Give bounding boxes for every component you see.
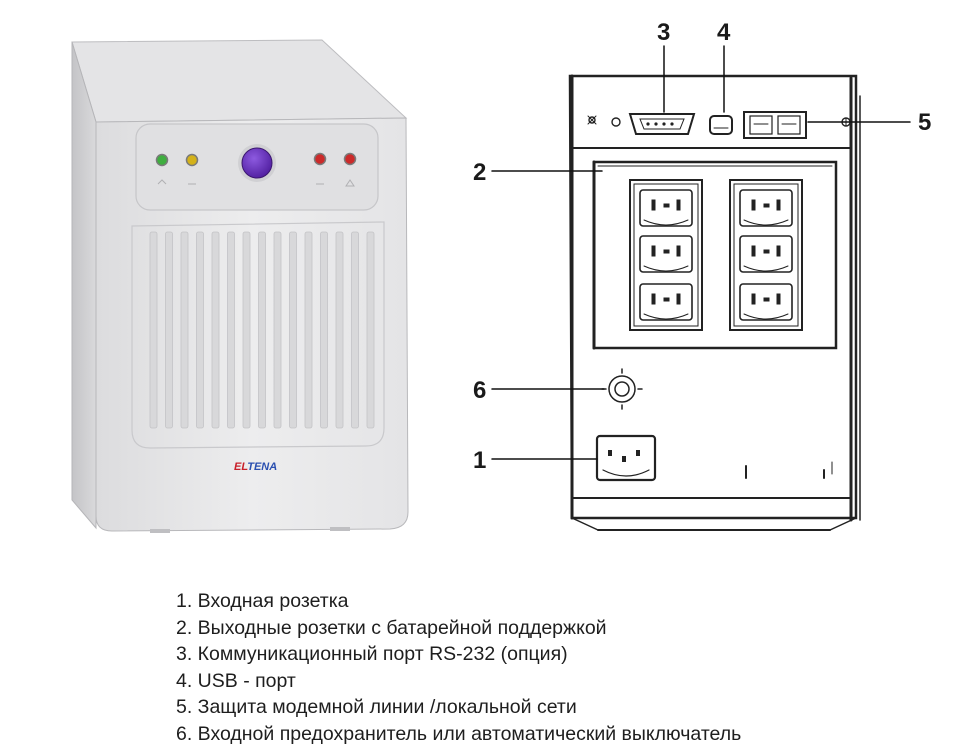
ups-rear-view xyxy=(491,45,911,531)
led-red-icon xyxy=(343,152,357,166)
input-fuse-icon[interactable] xyxy=(601,368,643,410)
callout-6: 6 xyxy=(473,377,486,404)
ups-front-view: ELTENA xyxy=(71,39,409,533)
grille-slot xyxy=(242,231,251,429)
ups-side-face xyxy=(71,41,97,530)
grille-slot xyxy=(320,231,328,429)
grille-slot xyxy=(351,231,359,429)
grille-slot xyxy=(227,231,235,429)
grille-slot xyxy=(211,231,220,429)
outlet-icon xyxy=(739,283,793,321)
input-socket-icon[interactable] xyxy=(595,434,657,482)
grille-frame xyxy=(131,221,385,449)
outlet-icon xyxy=(639,283,693,321)
grille-slot xyxy=(180,231,189,429)
outlet-icon xyxy=(739,235,793,273)
callout-2: 2 xyxy=(473,159,486,186)
callout-3: 3 xyxy=(657,19,670,46)
grille-slot xyxy=(289,231,297,429)
output-outlets xyxy=(639,189,793,321)
callout-5: 5 xyxy=(918,109,931,136)
grille-slot xyxy=(165,231,173,429)
grille-slot xyxy=(196,231,204,429)
comm-ports-strip xyxy=(587,111,851,139)
grille-slot xyxy=(149,231,158,429)
legend-item: 6. Входной предохранитель или автоматиче… xyxy=(176,722,742,745)
rear-casing xyxy=(568,74,858,520)
legend-item: 1. Входная розетка xyxy=(176,590,349,612)
grille-slot xyxy=(304,231,313,429)
callout-leaders xyxy=(491,45,911,460)
outlet-icon xyxy=(739,189,793,227)
modem-protection-ports-icon[interactable] xyxy=(743,111,807,139)
ups-front-face xyxy=(95,117,409,532)
led-green-icon xyxy=(155,153,169,167)
callout-numbers: 3 4 5 2 6 1 xyxy=(473,19,931,474)
outlet-icon xyxy=(639,189,693,227)
legend-item: 2. Выходные розетки с батарейной поддерж… xyxy=(176,616,607,639)
outlet-icon xyxy=(639,235,693,273)
socket-group-left xyxy=(629,179,703,331)
power-button[interactable] xyxy=(238,144,276,182)
callout-4: 4 xyxy=(717,19,731,46)
usb-port-icon[interactable] xyxy=(709,115,733,135)
ups-diagram: ELTENA xyxy=(71,19,931,533)
output-sockets-panel xyxy=(592,160,838,350)
grille-slot xyxy=(273,231,282,429)
ups-top-face xyxy=(71,39,408,123)
grille-slot xyxy=(335,231,344,429)
legend-list: 1. Входная розетка 2. Выходные розетки с… xyxy=(176,588,741,747)
grille-slot xyxy=(258,231,266,429)
rs232-port-icon[interactable] xyxy=(628,113,696,135)
socket-group-right xyxy=(729,179,803,331)
legend-item: 5. Защита модемной линии /локальной сети xyxy=(176,696,577,718)
legend-item: 4. USB - порт xyxy=(176,669,296,692)
led-red-icon xyxy=(313,152,327,166)
legend-item: 3. Коммуникационный порт RS-232 (опция) xyxy=(176,643,568,665)
callout-1: 1 xyxy=(473,447,486,474)
led-yellow-icon xyxy=(185,153,199,167)
brand-logo: ELTENA xyxy=(234,461,277,473)
ventilation-grille xyxy=(149,231,375,429)
grille-slot xyxy=(366,231,375,429)
